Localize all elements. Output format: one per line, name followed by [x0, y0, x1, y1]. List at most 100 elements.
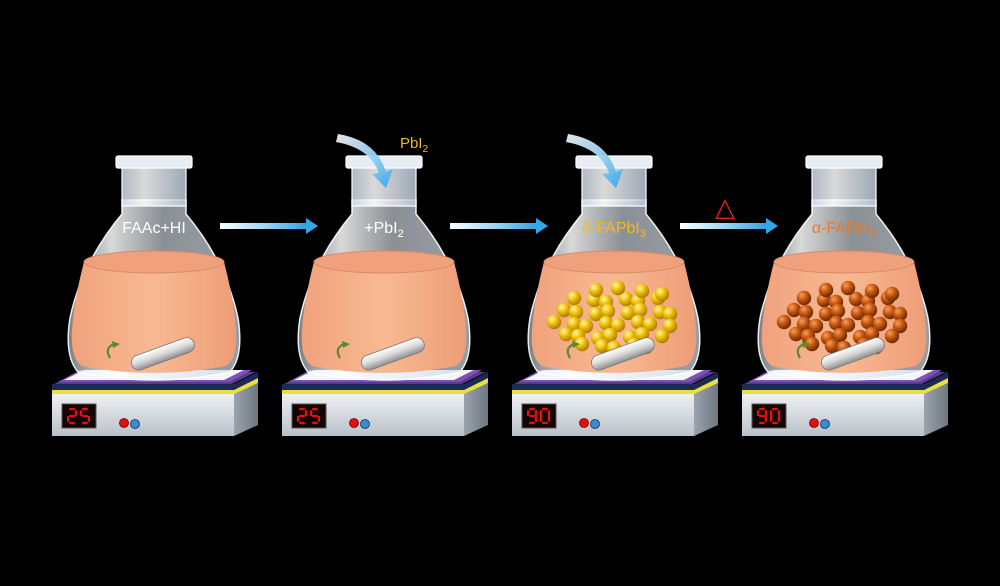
rotation-arrowhead [572, 341, 580, 348]
particle [618, 291, 634, 307]
stir-bar [131, 337, 195, 371]
hotplate-yellow-strip-front [512, 390, 694, 394]
pour-label-main: PbI [400, 135, 423, 152]
arrow-head [306, 218, 318, 234]
hotplate-rim [282, 372, 488, 390]
particle [818, 282, 834, 298]
liquid-surface [313, 250, 455, 274]
display-segment [540, 416, 543, 422]
display-segment [529, 421, 535, 424]
particle [556, 302, 572, 318]
particle [864, 283, 880, 299]
flask-label-main: δ-FAPbI [582, 220, 640, 237]
display-segment [759, 421, 765, 424]
particle [654, 328, 670, 344]
display-segment [69, 414, 75, 418]
stir-bar [591, 337, 655, 371]
display-segment [312, 408, 318, 411]
pour-arrow [336, 134, 393, 188]
stage-3: δ-FAPbI3 [512, 134, 718, 436]
stage-1: FAAc+HI [52, 155, 258, 436]
particle [848, 291, 864, 307]
display-segment [310, 410, 313, 416]
hotplate-rim [742, 372, 948, 390]
blue-knob [590, 419, 600, 429]
hotplate-rim [52, 372, 258, 390]
display-segment [534, 410, 537, 416]
pour-arrow-shape [566, 134, 623, 188]
particle [796, 316, 812, 332]
flask-neck [811, 165, 877, 207]
display-segment [312, 414, 318, 418]
flask [527, 155, 701, 381]
display-segment [547, 416, 550, 422]
particle [634, 283, 650, 299]
flask-label: δ-FAPbI3 [582, 220, 646, 240]
particle [872, 316, 888, 332]
particle [808, 318, 824, 334]
flask-label: α-FAPbI3 [812, 220, 876, 240]
display-digits [757, 408, 780, 424]
display-segment [759, 414, 765, 418]
display-segment [82, 408, 88, 411]
hotplate-yellow-strip-front [52, 390, 234, 394]
stir-bar-body [361, 337, 425, 371]
hotplate-yellow-strip-front [742, 390, 924, 394]
flask-label-subscript: 2 [398, 228, 404, 240]
pour-arrow-shape [336, 134, 393, 188]
display-digits [297, 408, 320, 424]
red-knob [119, 418, 129, 428]
flask-label-subscript: 3 [640, 228, 646, 240]
display-segment [67, 416, 70, 422]
hotplate-side [924, 383, 948, 436]
particle [662, 318, 678, 334]
particle [632, 302, 648, 318]
transitions: △ [220, 193, 778, 234]
flask-label-subscript: 3 [870, 228, 876, 240]
flask-neck [121, 165, 187, 207]
hotplate-side [464, 383, 488, 436]
rotation-arrow [796, 342, 805, 359]
hotplate-side [234, 383, 258, 436]
particle [884, 328, 900, 344]
display-segment [87, 416, 90, 422]
flask-label-main: +PbI [364, 220, 397, 237]
hotplate-yellow-strip [464, 378, 488, 395]
flask-rim [575, 155, 653, 169]
particle [602, 327, 618, 343]
particle [642, 316, 658, 332]
particle [832, 327, 848, 343]
arrow-shaft [220, 223, 308, 229]
flask-rim [115, 155, 193, 169]
hotplate [52, 370, 258, 436]
particle [600, 303, 616, 319]
particle [860, 314, 876, 330]
liquid-surface [83, 250, 225, 274]
rotation-arrow [106, 342, 115, 359]
particle [892, 318, 908, 334]
particle [620, 305, 636, 321]
hotplate-yellow-strip [694, 378, 718, 395]
display-segment [299, 421, 305, 424]
orange-particles [776, 280, 908, 356]
particle [568, 304, 584, 320]
stir-bar-body [131, 337, 195, 371]
hotplate-side [694, 383, 718, 436]
hotplate-yellow-strip [924, 378, 948, 395]
flask-label: FAAc+HI [122, 220, 186, 237]
pour-arrow [566, 134, 623, 188]
flask-label-main: FAAc+HI [122, 220, 186, 237]
particle [578, 318, 594, 334]
display-segment [304, 410, 307, 416]
display-segment [80, 410, 83, 416]
particle [850, 305, 866, 321]
display-segment [547, 410, 550, 416]
arrow-head [536, 218, 548, 234]
particle [824, 338, 840, 354]
transition-arrow-1 [220, 218, 318, 234]
rotation-arrow [336, 342, 345, 359]
display-digits [527, 408, 550, 424]
particle [786, 302, 802, 318]
